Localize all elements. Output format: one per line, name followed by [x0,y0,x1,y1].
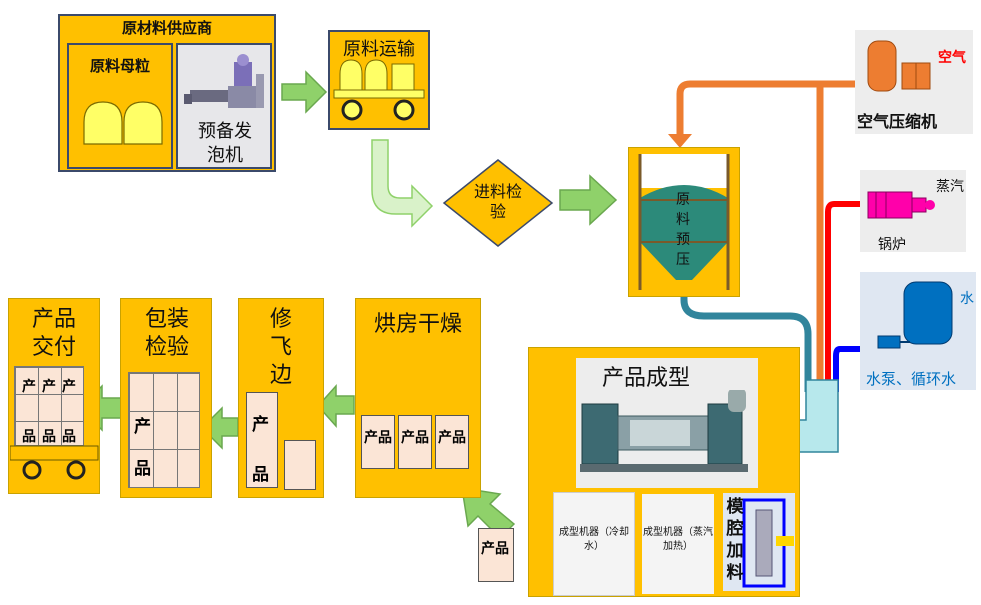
drying-product-1-label: 产品 [364,430,392,446]
delivery-product-top-1: 产 [22,379,36,395]
packing-product-char1: 产 [134,412,151,437]
water-tank-icon [877,281,953,349]
water-pipe [833,346,880,392]
drying-product-1 [361,415,395,469]
drying-product-3-label: 产品 [438,430,466,446]
trimming-product-char1: 产 [252,415,269,435]
delivery-pallet-icon [10,445,99,480]
transport-title: 原料运输 [343,39,415,60]
trimming-product-char2: 品 [252,465,269,485]
drying-product-2-label: 产品 [401,430,429,446]
mold-panel-steam [640,492,716,596]
inspection-diamond [442,159,554,247]
arrow-drying-to-trimming [316,384,355,428]
arrow-inspection-to-silo [559,174,618,226]
arrow-supplier-to-transport [281,70,328,114]
water-pump-label: 水泵、循环水 [866,370,957,388]
delivery-pallet-stack [14,366,84,446]
mold-cavity-icon [742,498,794,588]
inspection-label: 进料检验 [473,182,522,221]
molding-title: 产品成型 [601,366,690,391]
feed-product-label: 产品 [481,541,509,557]
mold-panel-cooling [553,492,635,596]
air-compressor-label: 空气压缩机 [857,112,938,131]
water-tag: 水 [960,291,974,307]
material-pipe [680,282,812,392]
pellet-icon [83,101,163,145]
delivery-product-bottom-2: 品 [42,429,56,445]
packing-product-char2: 品 [134,454,151,479]
arrow-trimming-to-packing [200,406,239,450]
mold-panel-steam-label: 成型机器（蒸汽加热） [643,527,713,552]
prefoam-label: 预备发泡机 [198,121,252,166]
trimming-product-small [284,440,316,490]
delivery-title: 产品交付 [31,307,76,360]
air-compressor-icon [867,40,931,92]
air-tag: 空气 [938,50,966,66]
delivery-product-top-3: 产 [62,379,76,395]
packing-title: 包装检验 [144,307,189,360]
trimming-product-large [246,392,278,488]
drying-product-2 [398,415,432,469]
silo-icon [638,154,730,290]
supplier-title: 原材料供应商 [121,19,212,37]
feed-product [478,528,514,582]
pellet-label: 原料母粒 [89,57,150,75]
drying-title: 烘房干燥 [373,312,462,337]
air-pipe-to-silo [676,80,872,136]
silo-label: 原料预压 [676,192,690,268]
boiler-label: 锅炉 [878,237,906,253]
steam-pipe [825,201,868,392]
delivery-product-bottom-1: 品 [22,429,36,445]
air-pipe-arrowhead [668,134,692,148]
trimming-title: 修飞边 [269,307,292,388]
steam-tag: 蒸汽 [936,179,964,195]
transport-cart-icon [333,59,425,121]
pellet-panel [67,43,173,169]
mold-panel-cooling-label: 成型机器（冷却水） [559,527,629,552]
molding-machine-icon [580,390,748,472]
boiler-icon [867,191,935,219]
prefoam-machine-icon [184,54,264,108]
mold-panel-feeding-label: 模腔加料 [726,497,744,583]
arrow-transport-to-inspection [371,139,434,228]
drying-product-3 [435,415,469,469]
delivery-product-top-2: 产 [42,379,56,395]
delivery-product-bottom-3: 品 [62,429,76,445]
